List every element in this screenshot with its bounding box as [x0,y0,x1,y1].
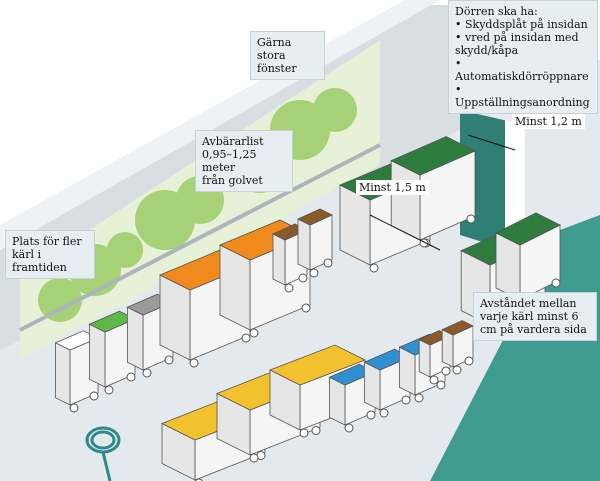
future-bins-callout: Plats för fler kärl i framtiden [5,230,95,279]
bin-lid [269,344,366,386]
wheel [464,356,474,366]
wheel [104,385,114,395]
door-callout: Dörren ska ha: Skyddsplåt på insidan vre… [448,0,598,114]
bin-side [418,338,431,378]
bin-lid [495,212,561,246]
bin-side [441,328,454,368]
wheel [436,380,446,390]
wheel [284,283,294,293]
aisle-dimension-arrow [369,214,441,251]
wheel [142,368,152,378]
wheel [298,273,308,283]
wheel [429,375,439,385]
bumper-title: Avbärarlist [202,135,264,148]
wheel [249,453,259,463]
wheel [189,358,199,368]
wheel [452,365,462,375]
wheel [309,268,319,278]
hose-icon [85,426,121,481]
wheel [241,333,251,343]
door-item: Uppställningsanordning [455,83,591,109]
wheel [401,395,411,405]
bin-side [272,233,286,286]
bumper-height: 0,95–1,25 meter [202,148,257,174]
bin-side [297,218,311,271]
bin-lid [390,136,476,176]
wheel [379,408,389,418]
wheel [466,214,476,224]
wheel [69,403,79,413]
wheel [311,426,321,435]
door-requirements: Skyddsplåt på insidan vred på insidan me… [455,18,591,109]
wheel [89,391,99,401]
wheel [164,355,174,365]
door-dimension-arrow [467,134,516,151]
wheel [344,423,354,433]
bin-side [127,306,144,371]
door-item: Automatiskdörröppnare [455,57,591,83]
spacing-text: Avståndet mellan varje kärl minst 6 cm p… [480,297,587,336]
wheel [323,258,333,268]
bin-side [55,342,71,406]
wall-top [0,0,440,250]
wheel [301,303,311,313]
wheel [366,410,376,420]
bin-side [89,323,106,388]
wheel [414,393,424,403]
wheel [441,366,451,376]
door-item: vred på insidan med skydd/kåpa [455,31,591,57]
door-title: Dörren ska ha: [455,5,538,18]
wheel [369,263,379,273]
bin-side [363,361,381,411]
door-item: Skyddsplåt på insidan [455,18,591,31]
bumper-from: från golvet [202,174,263,187]
wheel [126,372,136,382]
bin-side [398,346,416,396]
windows-text: Gärna stora fönster [257,36,297,75]
door-width-label: Minst 1,2 m [512,114,585,129]
bumper-callout: Avbärarlist 0,95–1,25 meter från golvet [195,130,293,192]
wheel [249,328,259,338]
wheel [299,428,309,438]
wheel [551,278,561,288]
aisle-width-label: Minst 1,5 m [356,180,429,195]
spacing-callout: Avståndet mellan varje kärl minst 6 cm p… [473,292,597,341]
future-bins-text: Plats för fler kärl i framtiden [12,235,82,274]
bin-lid [297,208,333,226]
bumper-rail [19,143,381,332]
bin-side [328,376,346,426]
windows-callout: Gärna stora fönster [250,31,325,80]
